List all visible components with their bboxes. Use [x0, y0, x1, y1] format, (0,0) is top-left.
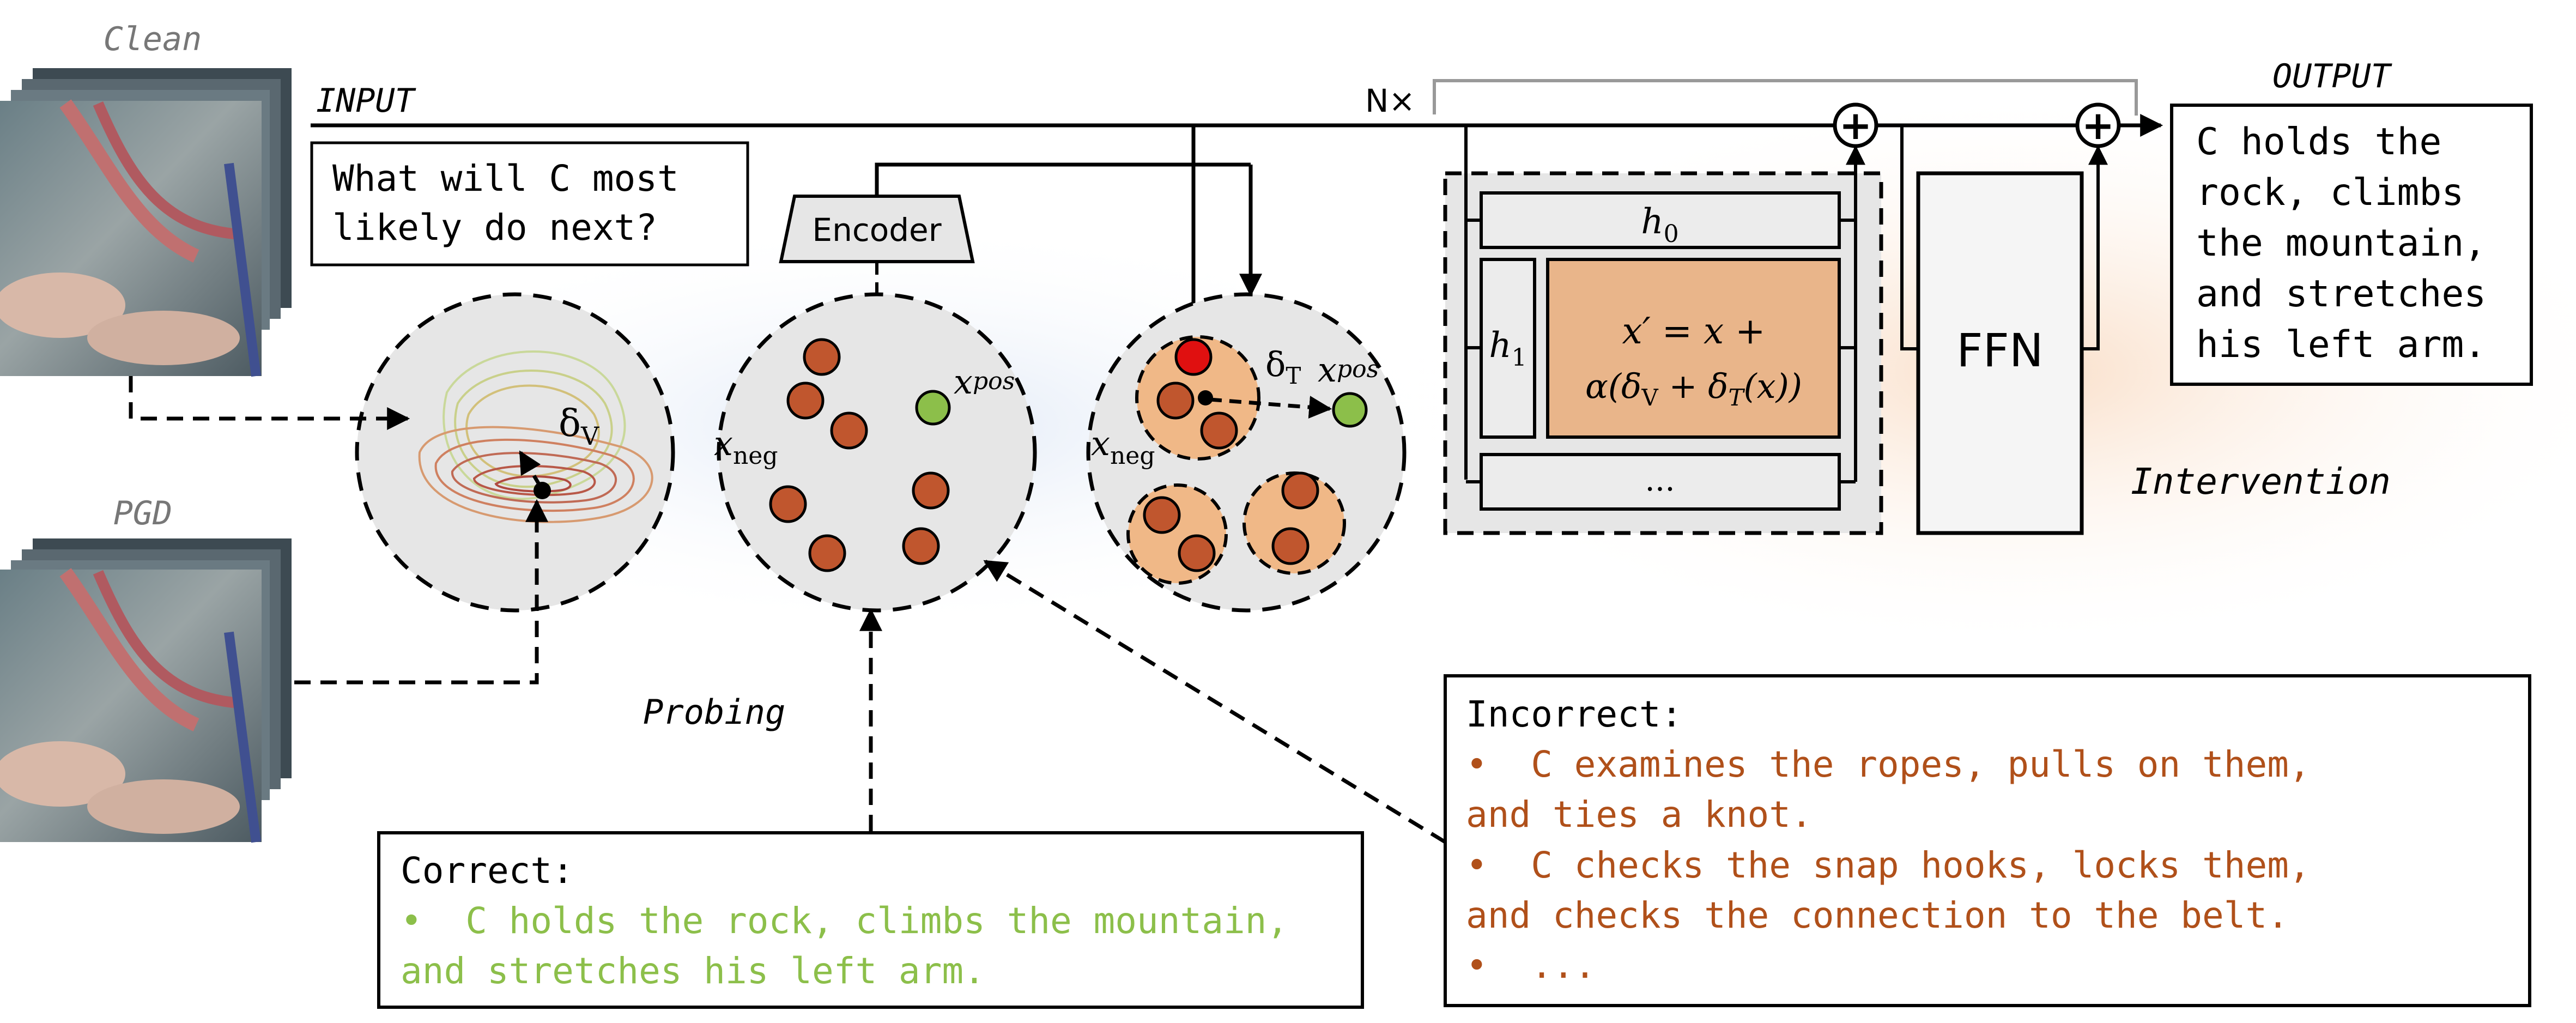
ffn-block — [1916, 171, 2084, 535]
correct-box — [377, 831, 1364, 1009]
ellipsis-label: ... — [1645, 461, 1675, 498]
incorrect-line-5: • ... — [1466, 945, 1596, 986]
neg-sample — [1281, 471, 1319, 510]
panel-output-lines — [1839, 147, 1856, 483]
pgd-video-stack — [0, 538, 292, 843]
delta-v-label: δV — [559, 402, 599, 451]
input-to-encoder-line — [875, 162, 1251, 196]
pos-sample — [1332, 392, 1368, 428]
neg-sample — [830, 411, 868, 450]
residual-add-2-symbol: + — [2082, 102, 2114, 148]
delta-t-label: δT — [1265, 344, 1301, 389]
incorrect-line-3: • C checks the snap hooks, locks them, — [1466, 844, 2311, 886]
incorrect-box — [1444, 674, 2531, 1007]
output-box — [2170, 104, 2533, 386]
clean-to-latent-arrow — [129, 376, 410, 430]
neg-sample — [1143, 496, 1181, 534]
incorrect-line-2: and ties a knot. — [1466, 794, 1813, 836]
input-label: INPUT — [316, 82, 416, 120]
correct-line-2: and stretches his left arm. — [401, 950, 985, 992]
question-box — [310, 141, 749, 267]
x-neg-label-2: xneg — [1091, 423, 1155, 470]
x-pos-label-2: xpos — [1318, 350, 1379, 390]
incorrect-title: Incorrect: — [1466, 693, 1682, 735]
residual-add-1-symbol: + — [1839, 102, 1872, 148]
neg-sample — [1271, 527, 1310, 565]
cluster — [1126, 483, 1228, 585]
output-line-2: rock, climbs — [2196, 171, 2464, 214]
neg-sample — [808, 534, 846, 572]
ffn-label: FFN — [1956, 324, 2043, 377]
h1-label: h1 — [1489, 325, 1526, 372]
ffn-out-line — [2082, 145, 2108, 350]
intervention-formula-box — [1546, 258, 1841, 439]
question-line-1: What will C most — [332, 158, 679, 199]
neg-sample — [1156, 382, 1195, 420]
anchor-sample — [1174, 338, 1213, 376]
correct-line-1: • C holds the rock, climbs the mountain, — [401, 900, 1288, 942]
encoder-label: Encoder — [812, 211, 941, 249]
question-line-2: likely do next? — [332, 207, 657, 249]
incorrect-line-1: • C examines the ropes, pulls on them, — [1466, 743, 2311, 785]
x-neg-label: xneg — [714, 423, 778, 470]
correct-title: Correct: — [401, 850, 574, 892]
neg-sample — [1200, 411, 1238, 450]
pos-sample — [915, 390, 951, 426]
steering-circle — [1086, 292, 1407, 613]
pgd-label: PGD — [113, 494, 172, 532]
formula-line-2: α(δV + δT(x)) — [1585, 366, 1802, 411]
output-line-1: C holds the — [2196, 120, 2441, 164]
neg-sample — [902, 527, 940, 565]
output-line-5: his left arm. — [2196, 323, 2486, 366]
intervention-label: Intervention — [2131, 461, 2391, 503]
output-line-3: the mountain, — [2196, 222, 2486, 265]
clean-label: Clean — [104, 20, 202, 58]
incorrect-to-probe-arrow — [983, 560, 1446, 844]
formula-line-1: x′ = x + — [1622, 310, 1766, 352]
clean-video-stack — [0, 68, 292, 377]
output-line-4: and stretches — [2196, 273, 2486, 316]
n-times-label: N× — [1365, 82, 1415, 119]
neg-sample — [786, 382, 825, 420]
h0-label: h0 — [1641, 202, 1678, 248]
incorrect-line-4: and checks the connection to the belt. — [1466, 894, 2289, 936]
probing-label: Probing — [643, 692, 785, 732]
ffn-in-line — [1900, 125, 1918, 350]
encoder-block — [779, 195, 975, 263]
neg-sample — [769, 485, 807, 523]
neg-sample — [803, 338, 841, 376]
h1-row — [1480, 258, 1536, 439]
output-label: OUTPUT — [2272, 57, 2393, 95]
neg-sample — [912, 471, 950, 510]
pgd-to-latent-arrow — [294, 499, 548, 685]
perturbation-circle — [355, 292, 675, 613]
neg-sample — [1178, 534, 1216, 572]
panel-input-lines — [1464, 125, 1481, 483]
x-pos-label: xpos — [954, 362, 1015, 402]
repeat-bracket — [1433, 79, 2138, 116]
